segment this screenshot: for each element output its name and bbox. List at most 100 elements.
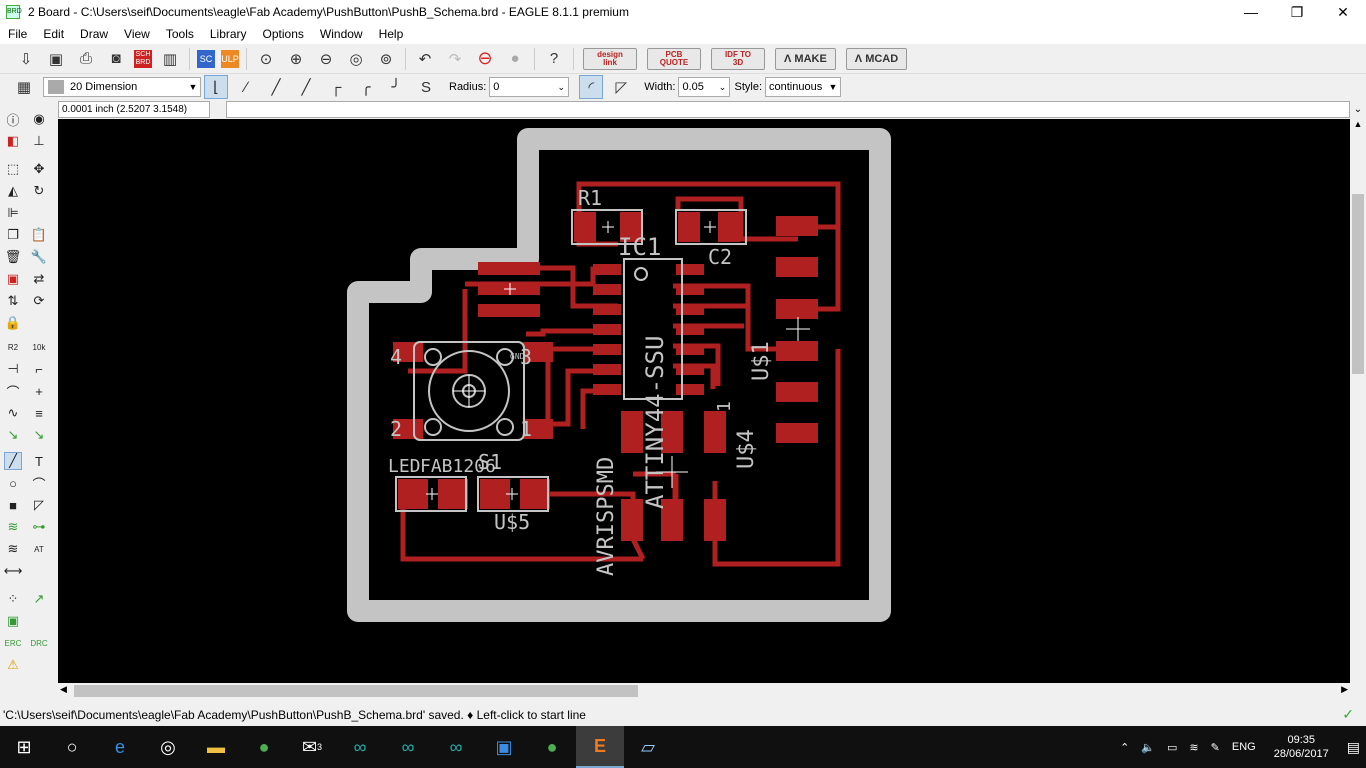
pcb-quote-button[interactable]: PCB QUOTE [647, 47, 701, 70]
signal-icon[interactable]: ⊶ [32, 519, 46, 534]
align-icon[interactable]: ⊫ [7, 205, 19, 220]
meander-icon[interactable]: ∿ [7, 405, 19, 420]
display-layers-icon[interactable]: ◧ [6, 133, 20, 148]
style-select[interactable]: continuous ▼ [765, 77, 841, 97]
smash-icon[interactable]: ⊣ [7, 361, 19, 376]
sch-brd-switch-icon[interactable]: SCH BRD [134, 49, 152, 68]
mcad-button[interactable]: Λ MCAD [845, 47, 908, 70]
board-canvas[interactable]: R1 IC1 C2 U$1 U$4 1 U$5 S1 4 3 2 1 GND L… [58, 119, 1350, 683]
notification-icon[interactable]: ▤ [1346, 738, 1360, 755]
info-icon[interactable]: ⓘ [6, 112, 20, 128]
arduino-icon[interactable]: ∞ [353, 736, 367, 757]
undo-icon[interactable]: ↶ [418, 50, 432, 68]
menu-window[interactable]: Window [319, 27, 363, 41]
move-icon[interactable]: ✥ [33, 161, 45, 176]
go-icon[interactable]: ● [510, 50, 520, 67]
zoom-redraw-icon[interactable]: ◎ [349, 50, 363, 68]
autorouter-icon[interactable]: ↗ [33, 591, 45, 606]
ripup-icon[interactable]: ↘ [33, 427, 45, 442]
menu-tools[interactable]: Tools [165, 27, 194, 41]
chevron-right-icon[interactable]: ▶ [1341, 684, 1348, 694]
polygon-icon[interactable]: ◸ [34, 497, 44, 512]
mark-icon[interactable]: ⊥ [33, 133, 45, 148]
make-button[interactable]: Λ MAKE [775, 47, 836, 70]
eagle-app-icon[interactable]: E [576, 726, 624, 768]
app-window-icon[interactable]: ▣ [495, 736, 513, 757]
command-input[interactable] [226, 101, 1350, 118]
board-icon[interactable]: ▣ [6, 613, 20, 628]
vertical-scrollbar[interactable]: ▲ [1350, 119, 1366, 683]
dimension-icon[interactable]: ⟷ [3, 563, 23, 578]
swap-icon[interactable]: ⇅ [7, 293, 19, 308]
menu-edit[interactable]: Edit [43, 27, 65, 41]
ratsnest-icon[interactable]: ⁘ [7, 591, 19, 606]
horizontal-scrollbar[interactable]: ◀ ▶ [58, 683, 1350, 699]
lines-icon[interactable]: ≡ [35, 405, 43, 421]
arduino-icon-2[interactable]: ∞ [401, 736, 415, 757]
menu-options[interactable]: Options [262, 27, 304, 41]
cam-icon[interactable]: ◙ [111, 50, 121, 67]
wire-bend-90-icon[interactable]: ⌊ [204, 75, 228, 99]
redo-icon[interactable]: ↷ [448, 50, 462, 68]
windows-start-icon[interactable]: ⊞ [16, 736, 32, 757]
text-icon[interactable]: T [35, 453, 43, 469]
route-icon[interactable]: ↘ [7, 427, 19, 442]
notes-icon[interactable]: ▱ [641, 736, 655, 757]
minimize-button[interactable]: — [1244, 4, 1258, 20]
menu-draw[interactable]: Draw [80, 27, 109, 41]
drc-icon[interactable]: DRC [30, 638, 48, 648]
pen-icon[interactable]: ✎ [1210, 741, 1220, 754]
wire-bend-45-icon[interactable]: ∕ [244, 78, 248, 96]
designlink-button[interactable]: design link [583, 47, 637, 70]
ulp-icon[interactable]: ULP [221, 49, 239, 68]
name-icon[interactable]: R2 [7, 342, 19, 352]
horizontal-scroll-thumb[interactable] [74, 685, 638, 697]
wire-bend-arc2-icon[interactable]: ╯ [391, 79, 401, 96]
menu-library[interactable]: Library [209, 27, 247, 41]
warning-icon[interactable]: ⚠ [7, 657, 19, 672]
maximize-button[interactable]: ❐ [1290, 3, 1304, 20]
paste-icon[interactable]: 📋 [30, 227, 48, 242]
wrench-icon[interactable]: 🔧 [30, 249, 48, 264]
width-input[interactable]: 0.05 ⌄ [678, 77, 731, 97]
help-icon[interactable]: ? [549, 50, 559, 67]
layer-select[interactable]: 20 Dimension ▼ [43, 77, 201, 97]
lock-rotate-icon[interactable]: ⟳ [33, 293, 45, 308]
delete-icon[interactable]: 🗑 [4, 249, 22, 264]
arduino-icon-3[interactable]: ∞ [449, 736, 463, 757]
wire-bend-45-90-icon[interactable]: ╱ [301, 79, 311, 96]
chrome-icon[interactable]: ● [258, 736, 270, 757]
mail-icon[interactable]: ✉3 [301, 736, 323, 757]
miter-icon[interactable]: ⌐ [35, 361, 43, 377]
rect-icon[interactable]: ■ [9, 497, 17, 513]
lock-icon[interactable]: 🔒 [4, 315, 22, 330]
flat-cap-icon[interactable]: ◸ [615, 79, 628, 96]
split-icon[interactable]: ⌒ [6, 384, 20, 400]
round-cap-icon[interactable]: ◜ [579, 75, 604, 99]
group-select-icon[interactable]: ⬚ [6, 161, 20, 176]
library-icon[interactable]: ▥ [162, 50, 178, 68]
value-icon[interactable]: 10k [32, 342, 46, 352]
file-explorer-icon[interactable]: ▬ [207, 736, 225, 757]
add-part-icon[interactable]: ▣ [6, 271, 20, 286]
replace-icon[interactable]: ⇄ [33, 271, 45, 286]
search-icon[interactable]: ○ [66, 736, 78, 757]
save-icon[interactable]: ▣ [48, 50, 64, 68]
chrome-icon-2[interactable]: ● [546, 736, 558, 757]
script-icon[interactable]: SC [197, 49, 215, 68]
chevron-down-icon[interactable]: ⌄ [1353, 104, 1363, 115]
chevron-left-icon[interactable]: ◀ [60, 684, 67, 694]
wifi-icon[interactable]: ≋ [1189, 741, 1199, 754]
vertical-scroll-thumb[interactable] [1352, 194, 1364, 374]
chevron-up-icon[interactable]: ⌃ [1120, 741, 1130, 754]
language-indicator[interactable]: ENG [1231, 741, 1256, 753]
menu-file[interactable]: File [8, 27, 28, 41]
wire-bend-corner-icon[interactable]: ┌ [330, 78, 342, 96]
wire-bend-arc-icon[interactable]: ╭ [361, 79, 371, 96]
circle-icon[interactable]: ○ [9, 475, 17, 491]
network-icon[interactable]: ▭ [1167, 741, 1178, 754]
zoom-out-icon[interactable]: ⊖ [319, 50, 333, 68]
media-player-icon[interactable]: ◎ [160, 736, 176, 757]
arc-icon[interactable]: ⌒ [32, 476, 46, 492]
optimize-icon[interactable]: + [35, 383, 43, 399]
